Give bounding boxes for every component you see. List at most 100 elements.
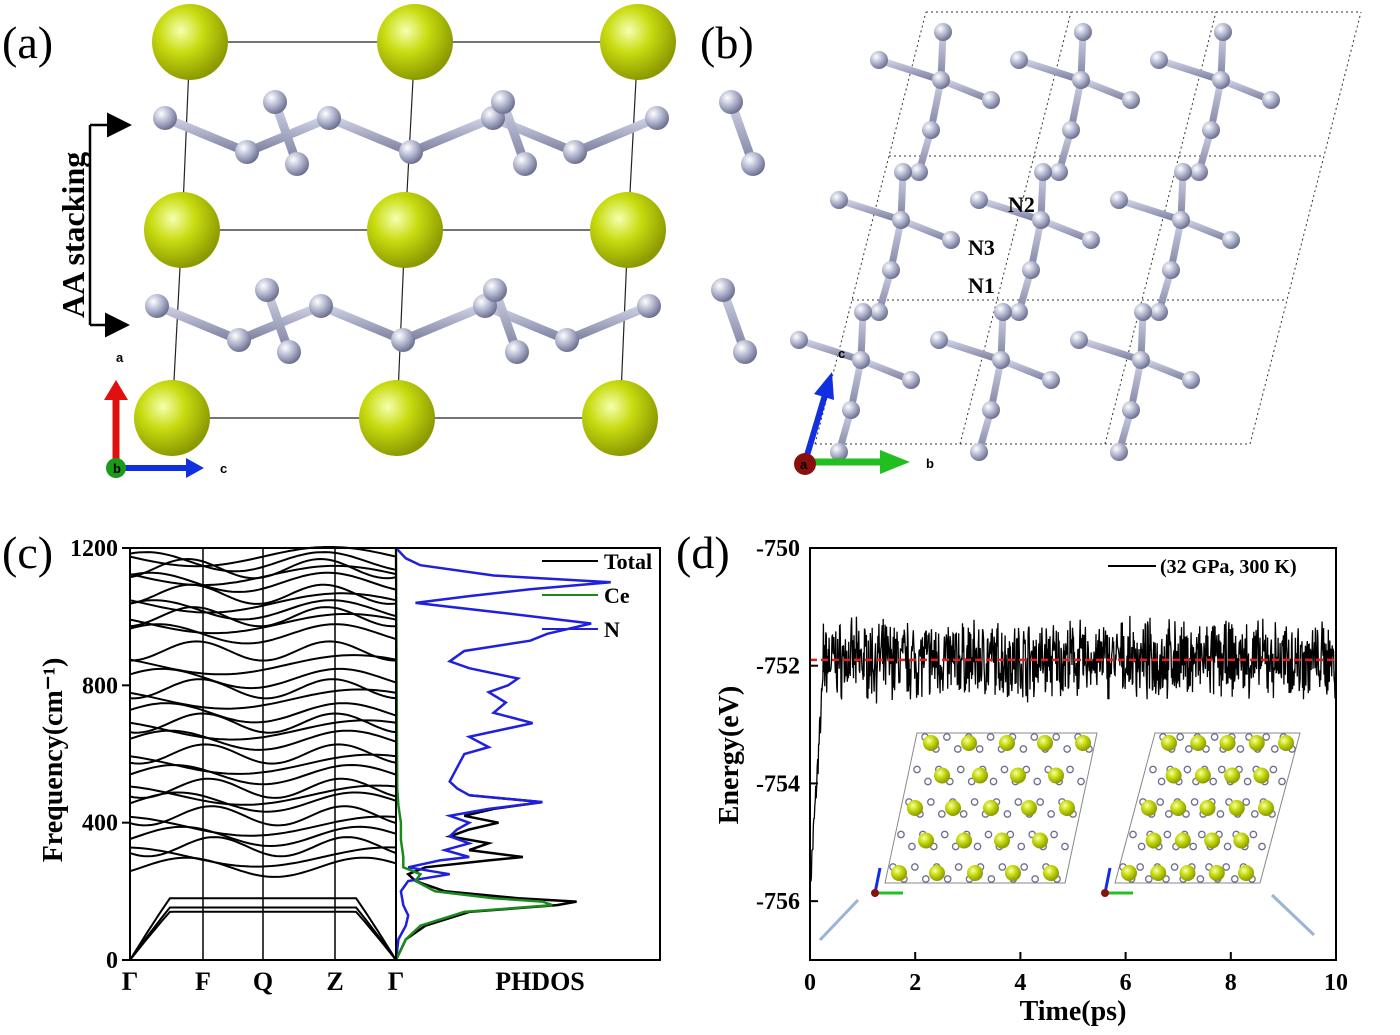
n-atom bbox=[942, 231, 960, 249]
n-atom bbox=[741, 152, 765, 176]
axis-arrow-up-b bbox=[802, 394, 828, 463]
ce-atom bbox=[590, 192, 666, 268]
inset-ce-atom bbox=[1278, 735, 1294, 751]
n-atom bbox=[1122, 401, 1140, 419]
n-n-bond bbox=[160, 113, 252, 157]
inset-n-atom bbox=[1258, 842, 1266, 851]
n-n-bond bbox=[1075, 336, 1145, 364]
n-atom bbox=[277, 340, 301, 364]
inset-ce-atom bbox=[1021, 800, 1037, 816]
inset-ce-atom bbox=[1165, 767, 1182, 784]
n-n-bond bbox=[398, 301, 490, 345]
legend-c: Total Ce N bbox=[542, 549, 652, 642]
n-n-bond bbox=[488, 113, 580, 157]
inset-n-atom bbox=[1031, 875, 1039, 883]
n-atom bbox=[902, 371, 920, 389]
inset-ce-atom bbox=[1174, 832, 1191, 849]
inset-n-atom bbox=[911, 863, 919, 871]
n-atom bbox=[263, 90, 287, 114]
inset-n-atom bbox=[924, 777, 932, 786]
k-label-4: Γ bbox=[388, 967, 405, 996]
inset-n-atom bbox=[1144, 875, 1153, 883]
inset-n-atom bbox=[975, 745, 984, 753]
panel-label-d: (d) bbox=[676, 527, 730, 578]
n-n-bond bbox=[795, 336, 865, 364]
n-atom bbox=[145, 294, 169, 318]
n-atom bbox=[934, 23, 952, 41]
inset-axis bbox=[873, 867, 882, 894]
inset-cell bbox=[1114, 732, 1301, 884]
energy-series bbox=[809, 615, 1337, 908]
x-tick-label: 2 bbox=[909, 970, 921, 996]
n-atom bbox=[1010, 51, 1028, 69]
inset-n-atom bbox=[940, 830, 949, 839]
inset-ce-atom bbox=[1121, 865, 1137, 881]
inset-ce-atom bbox=[891, 865, 907, 881]
x-axis-label-d: Time(ps) bbox=[1020, 996, 1127, 1027]
inset-cell bbox=[884, 732, 1098, 884]
n-atom bbox=[830, 443, 848, 461]
n-atom bbox=[830, 191, 848, 209]
x-tick-label: 10 bbox=[1324, 970, 1348, 996]
panel-label-c: (c) bbox=[2, 527, 53, 578]
n-atom bbox=[227, 328, 251, 352]
inset-n-atom bbox=[1236, 745, 1245, 753]
inset-n-atom bbox=[1066, 765, 1074, 774]
legend-n: N bbox=[604, 617, 620, 642]
inset-ce-atom bbox=[1199, 800, 1216, 816]
n-atom bbox=[153, 106, 177, 130]
n-atom bbox=[255, 278, 279, 302]
inset-ce-atom bbox=[1141, 800, 1157, 816]
n-atom bbox=[970, 443, 988, 461]
inset-n-atom bbox=[1190, 798, 1199, 806]
n-atom bbox=[922, 121, 940, 139]
n-atom bbox=[1070, 331, 1088, 349]
inset-n-atom bbox=[1196, 875, 1205, 883]
inset-n-atom bbox=[921, 875, 930, 883]
n-atom bbox=[1174, 163, 1192, 181]
inset-ce-atom bbox=[1037, 735, 1053, 751]
inset-pointer-right bbox=[1270, 893, 1316, 937]
x-tick-label: 0 bbox=[804, 970, 816, 996]
inset-n-atom bbox=[1176, 733, 1185, 741]
inset-n-atom bbox=[937, 810, 946, 818]
inset-ce-atom bbox=[1219, 735, 1236, 751]
inset-ce-atom bbox=[1059, 800, 1075, 816]
grid-line bbox=[959, 11, 1072, 445]
inset-ce-atom bbox=[1253, 767, 1270, 784]
inset-n-atom bbox=[1230, 875, 1239, 883]
n-atom bbox=[235, 140, 259, 164]
inset-n-atom bbox=[1136, 863, 1145, 871]
n-atom bbox=[1222, 231, 1240, 249]
ce-atom bbox=[600, 4, 676, 80]
inset-ce-atom bbox=[934, 767, 950, 784]
n-atom bbox=[910, 163, 928, 181]
n-atom bbox=[1034, 163, 1052, 181]
inset-n-atom bbox=[1030, 733, 1039, 741]
n-n-bond bbox=[835, 196, 905, 224]
inset-ce-atom bbox=[1005, 865, 1021, 881]
inset-ce-atom bbox=[1145, 832, 1162, 849]
inset-n-atom bbox=[1003, 810, 1012, 818]
inset-n-atom bbox=[970, 798, 979, 806]
inset-n-atom bbox=[984, 830, 993, 839]
n-n-bond bbox=[406, 113, 498, 157]
y-tick-label: -756 bbox=[756, 889, 800, 915]
y-axis-label-d: Energy(eV) bbox=[714, 686, 745, 824]
inset-n-atom bbox=[1170, 863, 1179, 871]
n-atom bbox=[285, 152, 309, 176]
n-atom bbox=[563, 140, 587, 164]
inset-n-atom bbox=[1183, 765, 1192, 774]
axes-triad-a: b a c bbox=[104, 350, 227, 478]
n-atom bbox=[1150, 51, 1168, 69]
inset-structure-final bbox=[1101, 732, 1301, 897]
inset-n-atom bbox=[1249, 830, 1258, 839]
inset-ce-atom bbox=[918, 832, 934, 849]
n-atom bbox=[491, 90, 515, 114]
legend-ce: Ce bbox=[604, 583, 630, 608]
n-atom bbox=[719, 90, 743, 114]
n-atom bbox=[1132, 351, 1150, 369]
ce-atom bbox=[134, 380, 210, 456]
